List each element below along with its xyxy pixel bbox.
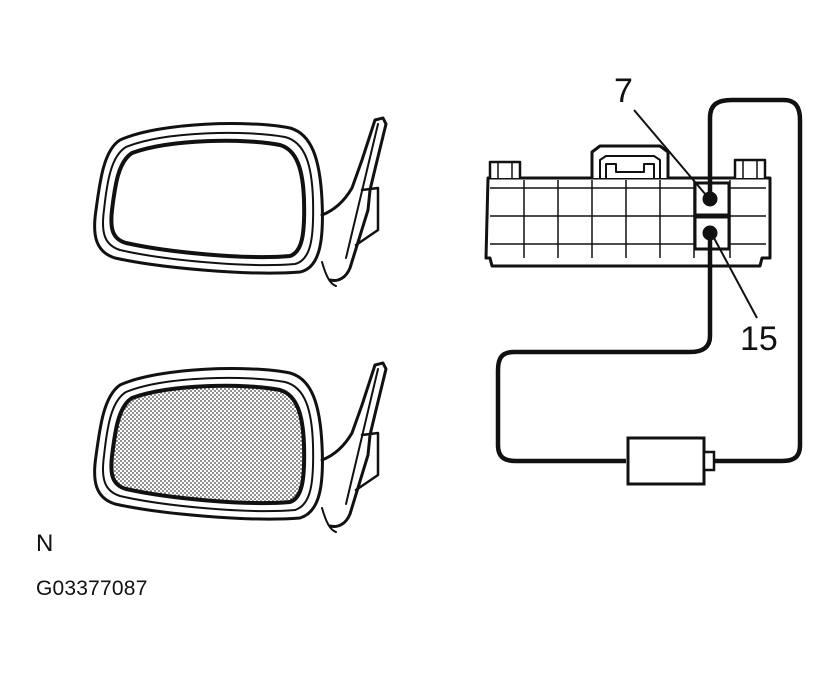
connector-tab-left bbox=[488, 160, 522, 178]
ohmmeter-body bbox=[626, 436, 706, 486]
leader-15 bbox=[713, 237, 758, 319]
ohmmeter-probe-tip bbox=[702, 450, 716, 472]
connector-latch bbox=[590, 144, 670, 178]
mirror-lower bbox=[93, 361, 388, 533]
mirror-lower-rim bbox=[101, 376, 315, 513]
leader-7 bbox=[633, 109, 707, 196]
wire-from-terminal-15 bbox=[495, 233, 713, 464]
terminal-label-15: 15 bbox=[740, 320, 778, 358]
mirror-upper-rim bbox=[101, 131, 315, 267]
ohmmeter bbox=[626, 436, 716, 486]
mirror-upper bbox=[93, 116, 388, 287]
wire-from-terminal-7 bbox=[707, 97, 803, 464]
connector-tab-right bbox=[733, 158, 767, 178]
mirror-lower-glass-heated bbox=[109, 383, 307, 506]
mirror-upper-glass bbox=[109, 138, 307, 260]
figure-code: G03377087 bbox=[36, 577, 148, 600]
mirror-upper-housing bbox=[93, 122, 324, 275]
mirror-lower-arm bbox=[320, 361, 388, 528]
terminal-label-7: 7 bbox=[614, 72, 633, 110]
leader-lines bbox=[633, 109, 758, 319]
mirror-lower-housing bbox=[93, 367, 324, 521]
connector bbox=[484, 144, 772, 268]
test-wiring bbox=[495, 97, 803, 464]
condition-label: N bbox=[36, 530, 54, 557]
mirror-upper-arm bbox=[320, 116, 388, 282]
